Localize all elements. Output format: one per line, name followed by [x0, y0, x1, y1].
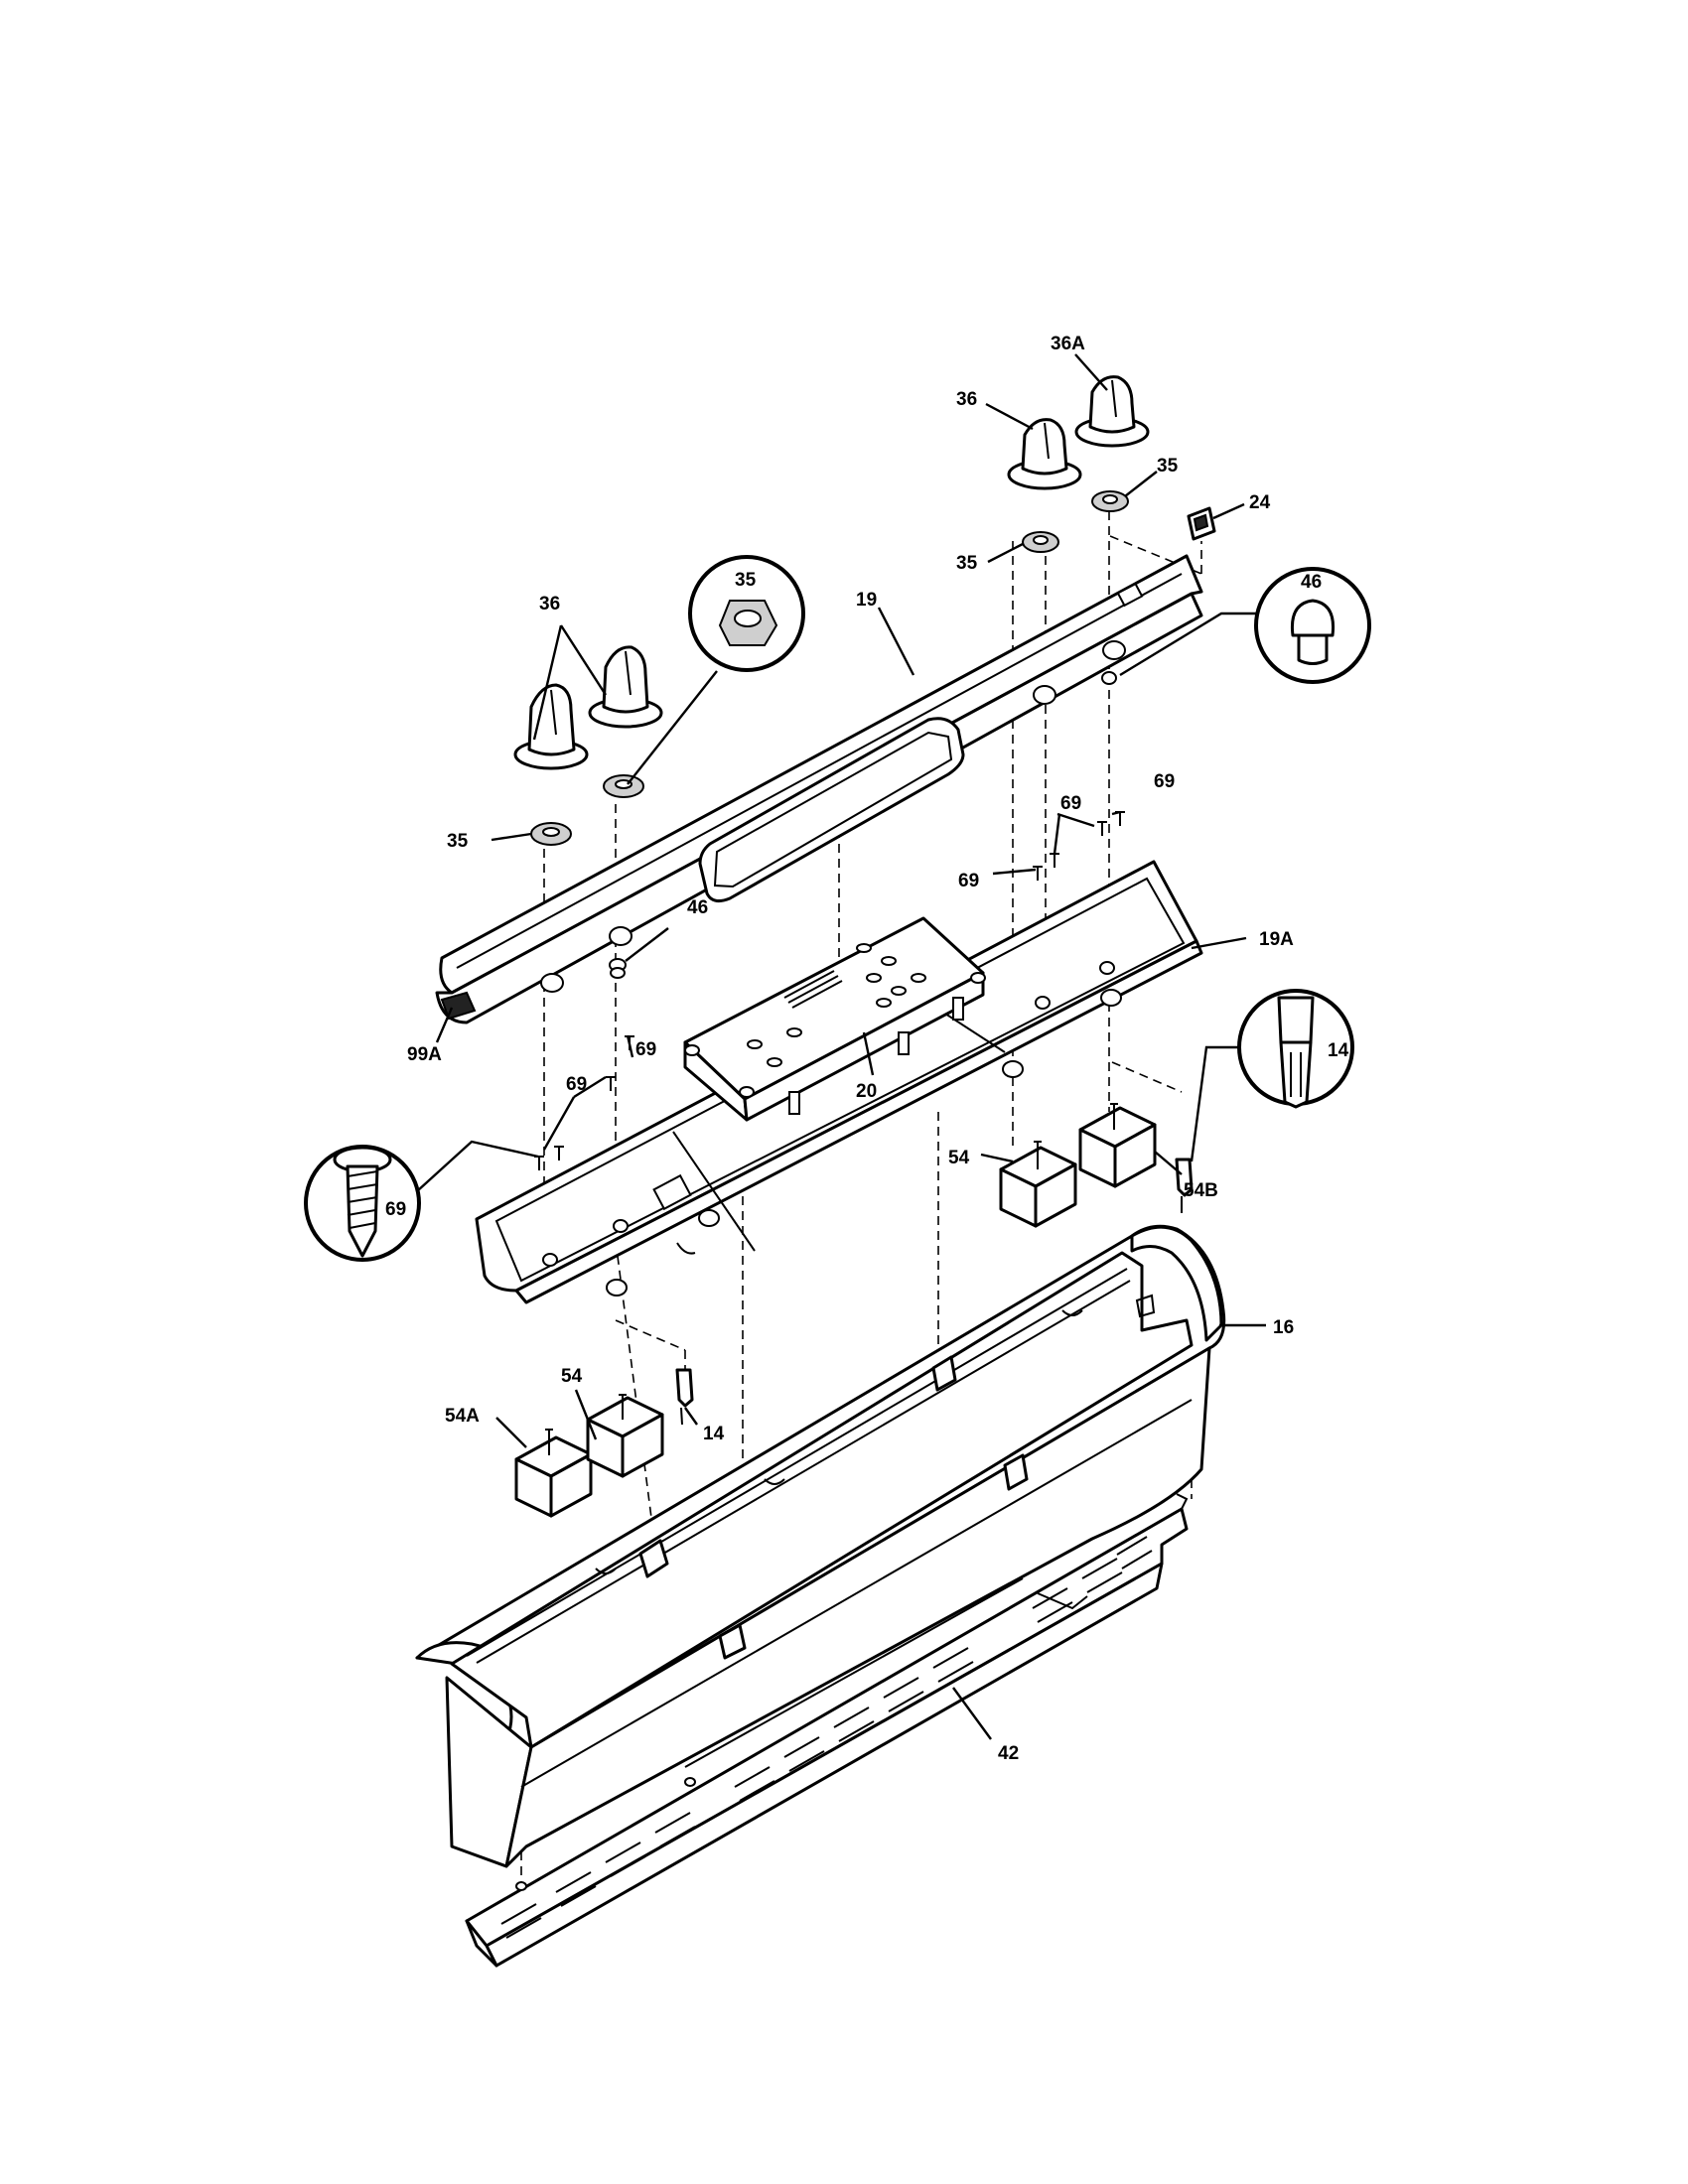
- label-24: 24: [1249, 492, 1271, 513]
- bezel-35-right-mid: [1022, 531, 1059, 553]
- control-panel-19: [435, 554, 1203, 1024]
- label-54a: 54A: [445, 1406, 480, 1427]
- label-69-c: 69: [1060, 793, 1081, 814]
- label-36a: 36A: [1051, 334, 1085, 354]
- leader-lines: [435, 353, 1266, 1740]
- label-35-callout: 35: [735, 570, 757, 591]
- callout-46: [1119, 567, 1371, 684]
- control-box-16: [415, 1224, 1226, 1868]
- callout-69: [304, 1140, 539, 1262]
- knob-36a: [1074, 375, 1150, 448]
- display-grid: [783, 970, 843, 1009]
- label-20: 20: [856, 1081, 877, 1102]
- label-54b: 54B: [1184, 1180, 1218, 1201]
- label-69-e: 69: [958, 871, 979, 891]
- label-35-right-top: 35: [1157, 456, 1179, 477]
- lamp-14-right: [1175, 1158, 1194, 1213]
- label-42: 42: [998, 1743, 1019, 1764]
- label-35-right-mid: 35: [956, 553, 978, 574]
- switch-54-left: [586, 1394, 664, 1478]
- bezel-35-left: [530, 822, 572, 846]
- label-35-left: 35: [447, 831, 469, 852]
- indicator-light-46-right: [1101, 671, 1117, 685]
- control-bracket-19a: [475, 860, 1203, 1304]
- label-14-left: 14: [703, 1424, 725, 1444]
- label-69-callout: 69: [385, 1199, 406, 1220]
- label-54-left: 54: [561, 1366, 583, 1387]
- label-69-b: 69: [635, 1039, 656, 1060]
- switch-54a: [514, 1429, 593, 1518]
- label-19a: 19A: [1259, 929, 1294, 950]
- knob-36-right: [1007, 418, 1082, 490]
- label-16: 16: [1273, 1317, 1294, 1338]
- label-46-callout: 46: [1301, 572, 1322, 593]
- control-board-20: [683, 916, 986, 1122]
- rocker-switch-24: [1187, 506, 1216, 541]
- switch-54b: [1078, 1103, 1157, 1188]
- callout-14: [1190, 989, 1354, 1162]
- switch-54-right: [999, 1141, 1077, 1228]
- indicator-light-46-left: [609, 958, 627, 979]
- callout-35: [627, 555, 805, 785]
- knob-36-left-2: [588, 645, 663, 729]
- label-69-a: 69: [566, 1074, 587, 1095]
- part-labels: 36A 36 35 24 35 46 19 35 36 35 46 99A 69…: [385, 334, 1349, 1764]
- label-36-right: 36: [956, 389, 977, 410]
- knob-36-left-1: [513, 683, 589, 770]
- label-14-callout: 14: [1328, 1040, 1349, 1061]
- label-69-d: 69: [1154, 771, 1175, 792]
- label-19: 19: [856, 590, 877, 611]
- label-54-right: 54: [948, 1148, 970, 1168]
- bezel-35-right-top: [1091, 490, 1129, 512]
- vent-trim-42: [465, 1493, 1189, 1968]
- label-36-left: 36: [539, 594, 560, 614]
- label-46-left: 46: [687, 897, 708, 918]
- label-99a: 99A: [407, 1044, 442, 1065]
- bezel-35-left-2: [603, 774, 644, 798]
- lamp-14-left: [675, 1368, 694, 1426]
